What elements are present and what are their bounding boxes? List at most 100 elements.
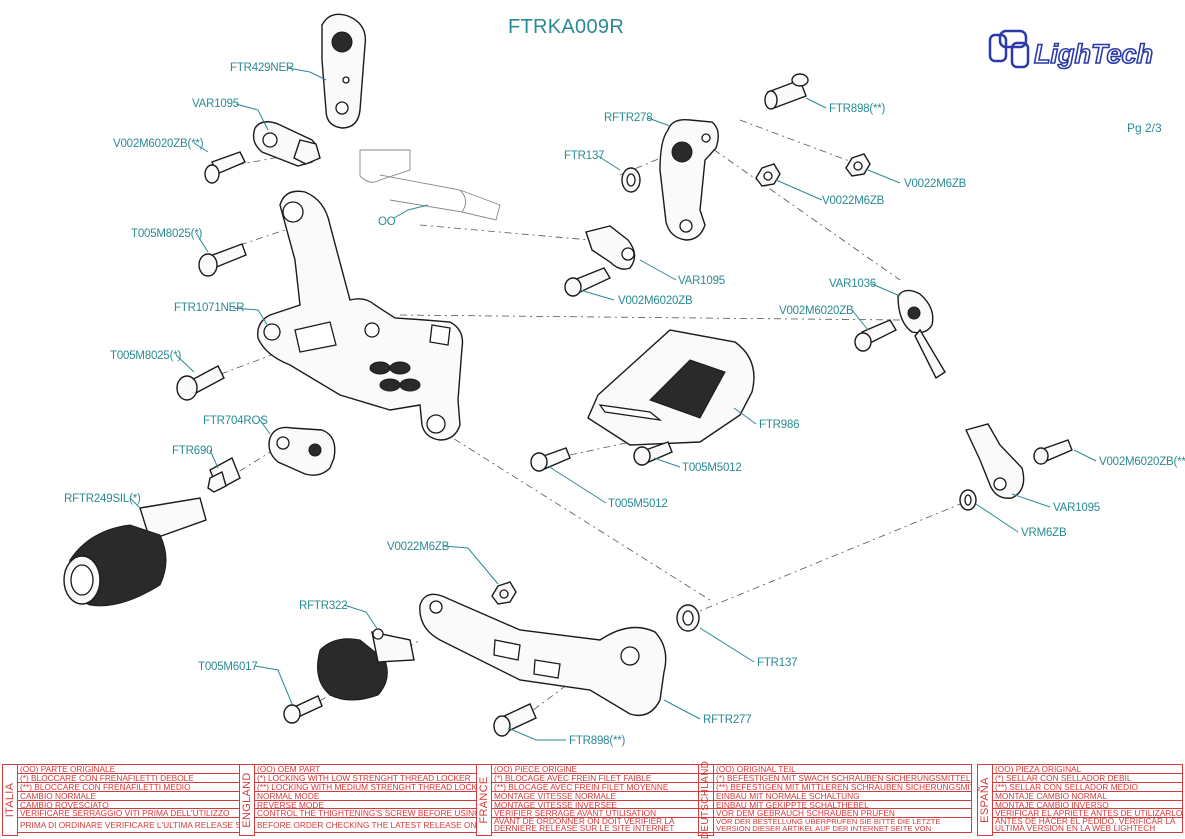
part-t005m5012-bolts [530, 441, 673, 472]
legend-row: MONTAGE VITESSE INVERSEE [492, 800, 714, 810]
callout-var1036: VAR1036 [829, 278, 876, 290]
callout-ftr898-bottom: FTR898(**) [569, 735, 626, 747]
callout-oem-part: OO [378, 216, 396, 228]
callout-ftr429ner: FTR429NER [230, 62, 295, 74]
part-var1095-top [252, 121, 321, 167]
part-t005m8025-b [176, 365, 225, 401]
legend-row: ANTES DE HACER EL PEDIDO, VERIFICAR LA U… [993, 818, 1183, 834]
callout-v002m6020zb-far: V002M6020ZB(**) [1099, 456, 1185, 468]
callout-t005m5012-a: T005M5012 [682, 462, 742, 474]
callout-rftr278: RFTR278 [604, 112, 653, 124]
part-v002m6020zb-top [204, 151, 246, 184]
callout-rftr322: RFTR322 [299, 600, 348, 612]
legend-row: PRIMA DI ORDINARE VERIFICARE L'ULTIMA RE… [18, 818, 240, 834]
part-v002m6020zb-right [854, 319, 897, 352]
part-ftr898-bottom [493, 703, 537, 737]
callout-var1095-top: VAR1095 [192, 98, 239, 110]
legend-row: CONTROL THE THIGHTENING'S SCREW BEFORE U… [255, 809, 477, 819]
callout-t005m8025-a: T005M8025(*) [131, 228, 203, 240]
part-oem-sensor [359, 149, 501, 221]
part-vrm6zb [959, 489, 977, 511]
part-rftr249sil [63, 497, 207, 607]
legend-row: REVERSE MODE [255, 800, 477, 810]
legend-row: (OO) ORIGINAL TEIL [714, 765, 972, 774]
part-ftr898-top [764, 73, 809, 110]
part-v002m6020zb-far [1033, 439, 1073, 465]
callout-t005m8025-b: T005M8025(*) [110, 350, 182, 362]
legend-row: CAMBIO NORMALE [18, 791, 240, 801]
legend-row: (OO) PARTE ORIGINALE [18, 765, 240, 774]
part-var1095-right [965, 423, 1025, 499]
legend-row: (*) BLOCAGE AVEC FREIN FILET FAIBLE [492, 773, 714, 783]
part-t005m8025-a [198, 243, 247, 277]
callout-ftr690: FTR690 [172, 445, 213, 457]
part-rftr277 [419, 593, 667, 717]
callout-ftr704ros: FTR704ROS [203, 415, 268, 427]
part-ftr137-bottom [676, 604, 700, 632]
part-v0022m6zb-bottom [491, 581, 517, 605]
legend-row: VOR DEM GEBRAUCH SCHRAUBEN PRUFEN [714, 809, 972, 819]
callout-ftr137-bottom: FTR137 [757, 657, 798, 669]
legend-row: VERIFIER SERRAGE AVANT UTILISATION [492, 809, 714, 819]
part-v002m6020zb-mid [564, 267, 611, 297]
callout-ftr898-top: FTR898(**) [829, 103, 886, 115]
legend-row: (OO) PIEZA ORIGINAL [993, 765, 1183, 774]
callout-t005m5012-b: T005M5012 [608, 498, 668, 510]
drawing-title: FTRKA009R [508, 16, 625, 38]
legend-row: EINBAU MIT NORMALE SCHALTUNG [714, 791, 972, 801]
part-ftr1071ner [257, 190, 464, 441]
callout-ftr137-top: FTR137 [564, 150, 605, 162]
callout-rftr249sil: RFTR249SIL(*) [64, 493, 141, 505]
brand-wordmark: LighTech [1034, 39, 1153, 69]
legend-row: VERIFICARE SERRAGGIO VITI PRIMA DELL'UTI… [18, 809, 240, 819]
callout-v0022m6zb-b: V0022M6ZB [822, 195, 885, 207]
part-var1095-mid [585, 225, 636, 270]
legend-row: (**) BLOCAGE AVEC FREIN FILET MOYENNE [492, 782, 714, 792]
part-v0022m6zb-nuts [755, 153, 871, 187]
part-ftr137-top [621, 167, 641, 193]
legend-row: (*) BEFESTIGEN MIT SWACH SCHRAUBEN SICHE… [714, 773, 972, 783]
parts-drawing: .p { fill: #fafafa; stroke: #1a1a1a; str… [63, 13, 1097, 741]
legend-row: (**) BLOCCARE CON FRENAFILETTI MEDIO [18, 782, 240, 792]
legend-row: MONTAJE CAMBIO NORMAL [993, 791, 1183, 801]
legend-row: (**) LOCKING WITH MEDIUM STRENGHT THREAD… [255, 782, 477, 792]
legend-row: CAMBIO ROVESCIATO [18, 800, 240, 810]
part-t005m6017 [283, 695, 323, 724]
legend-row: BEFORE ORDER CHECKING THE LATEST RELEASE… [255, 818, 477, 834]
legend-row: (OO) PIECE ORIGINE [492, 765, 714, 774]
callout-ftr986: FTR986 [759, 419, 800, 431]
legend-row: (*) SELLAR CON SELLADOR DEBIL [993, 773, 1183, 783]
callout-t005m6017: T005M6017 [198, 661, 258, 673]
legend-row: EINBAU MIT GEKIPPTE SCHALTHEBEL [714, 800, 972, 810]
legend-country: DEUTSCHLAND [698, 761, 714, 839]
legend-row: (*) BLOCCARE CON FRENAFILETTI DEBOLE [18, 773, 240, 783]
legend-row: (**) BEFESTIGEN MIT MITTLEREN SCHRAUBEN … [714, 782, 972, 792]
part-rftr278 [659, 119, 719, 241]
callout-v002m6020zb-top: V002M6020ZB(**) [113, 138, 204, 150]
leader-lines [129, 67, 1097, 741]
callout-var1095-right: VAR1095 [1053, 502, 1100, 514]
callout-ftr1071ner: FTR1071NER [174, 302, 245, 314]
legend-country: ITALIA [2, 764, 18, 836]
callout-v0022m6zb-a: V0022M6ZB [904, 178, 967, 190]
callout-v002m6020zb-right: V002M6020ZB [779, 305, 854, 317]
lightech-logo: LighTech [988, 29, 1154, 70]
callout-v0022m6zb-c: V0022M6ZB [387, 541, 450, 553]
legend-row: (OO) OEM PART [255, 765, 477, 774]
legend-row: (**) SELLAR CON SELLADOR MEDIO [993, 782, 1183, 792]
part-ftr704ros [268, 426, 336, 476]
legend-row: MONTAJE CAMBIO INVERSO [993, 800, 1183, 810]
legend-row: (*) LOCKING WITH LOW STRENGHT THREAD LOC… [255, 773, 477, 783]
legend-row: MONTAGE VITESSE NORMALE [492, 791, 714, 801]
callout-rftr277: RFTR277 [703, 714, 752, 726]
part-ftr690 [207, 457, 241, 493]
legend-country: FRANCE [476, 764, 492, 836]
legend-row: VOR DER BESTELLUNG UBERPRUFEN SIE BITTE … [714, 818, 972, 834]
legend-row: VERIFICAR EL APRIETE ANTES DE UTILIZARLO [993, 809, 1183, 819]
legend-row: AVANT DE ORDONNER ON DOIT VERIFIER LA DE… [492, 818, 714, 834]
part-ftr429ner [321, 13, 367, 129]
page-number: Pg 2/3 [1127, 121, 1162, 135]
callout-vrm6zb: VRM6ZB [1021, 527, 1067, 539]
legend-row: NORMAL MODE [255, 791, 477, 801]
